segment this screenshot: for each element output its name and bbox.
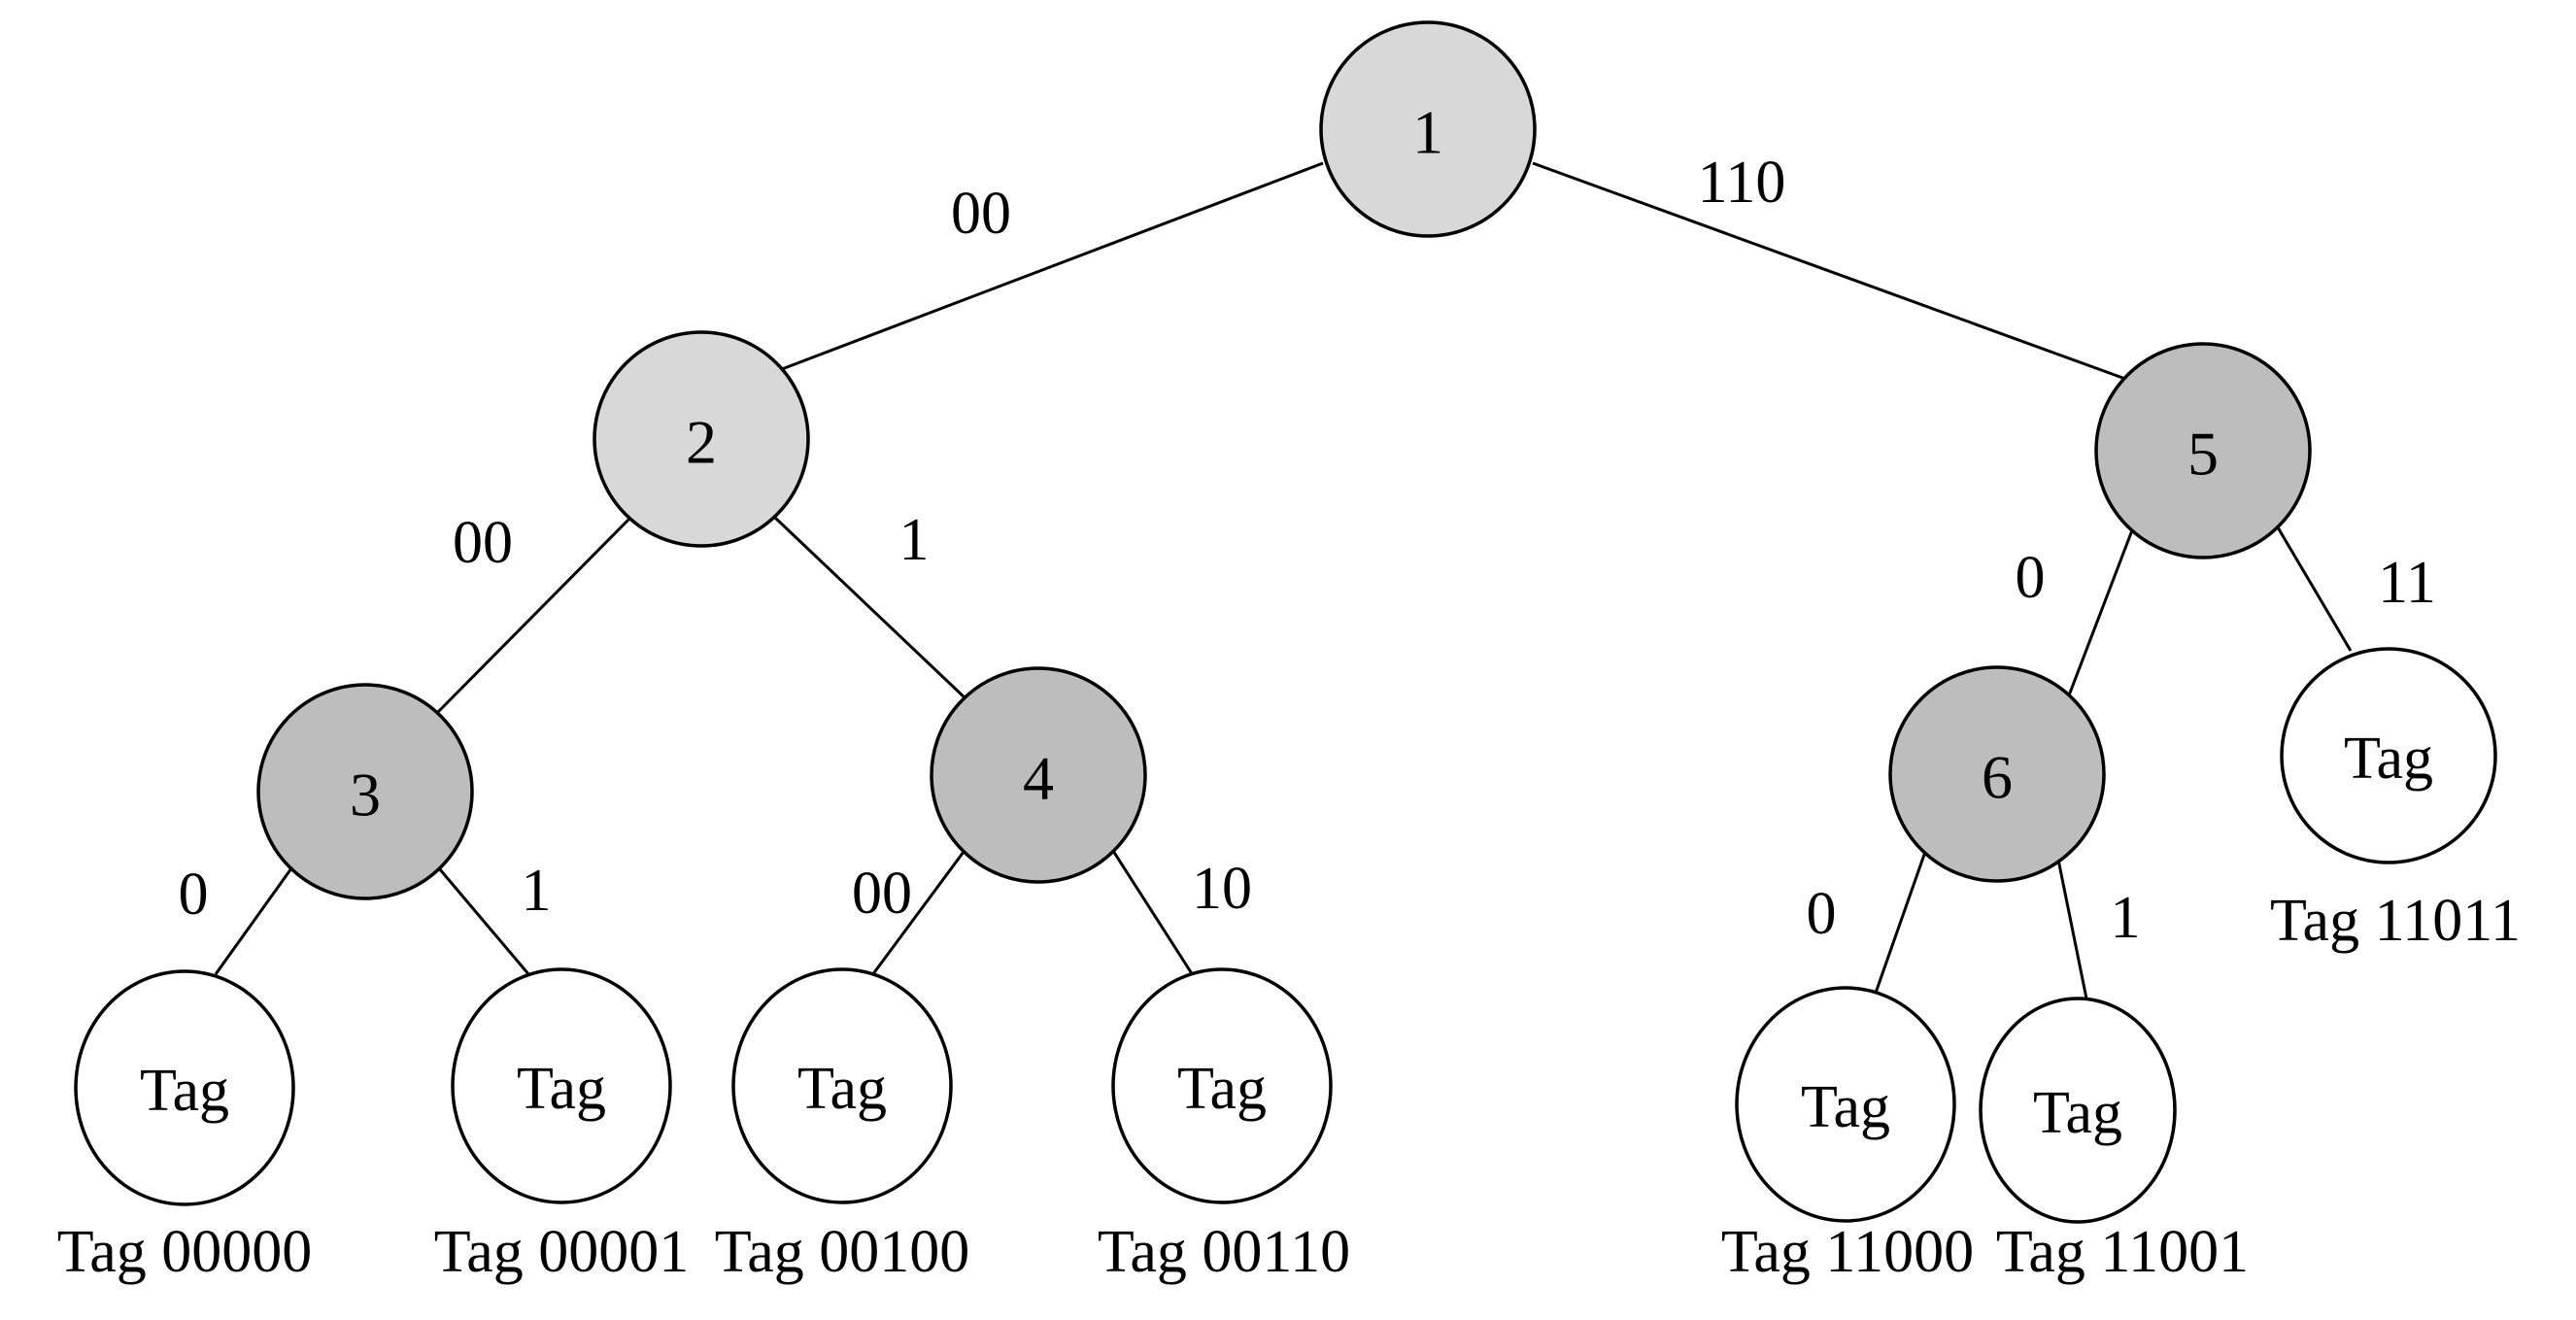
edges-layer bbox=[214, 161, 2353, 999]
node-3[interactable]: 3 bbox=[256, 683, 474, 900]
leaf-node-tag-11011[interactable]: Tag bbox=[2280, 647, 2497, 864]
node-6[interactable]: 6 bbox=[1888, 665, 2106, 883]
leaf-tag-00110-label: Tag bbox=[1177, 1056, 1267, 1122]
node-5-label: 5 bbox=[2187, 420, 2219, 489]
leaf-tag-00110-ellipse[interactable] bbox=[1111, 967, 1333, 1204]
leaf-tag-00100-ellipse[interactable] bbox=[731, 967, 953, 1204]
leaf-node-tag-11000[interactable]: Tag bbox=[1735, 986, 1956, 1223]
node-5[interactable]: 5 bbox=[2094, 342, 2312, 559]
edge-3-to-leaf-00000 bbox=[214, 867, 293, 975]
caption-tag-00100: Tag 00100 bbox=[715, 1219, 970, 1285]
leaf-node-tag-00100[interactable]: Tag bbox=[731, 967, 953, 1204]
edge-label-1-to-5: 110 bbox=[1698, 150, 1786, 216]
leaf-tag-00001-ellipse[interactable] bbox=[451, 967, 672, 1204]
edge-label-6-to-leaf-11001: 1 bbox=[2111, 885, 2141, 951]
node-6-label: 6 bbox=[1982, 743, 2013, 812]
edge-labels-layer: 00 110 00 1 0 1 00 10 0 11 0 1 bbox=[179, 150, 2436, 951]
edge-label-1-to-2: 00 bbox=[951, 181, 1011, 247]
leaf-node-tag-00000[interactable]: Tag bbox=[74, 969, 295, 1206]
leaf-tag-11011-circle[interactable] bbox=[2280, 647, 2497, 864]
leaf-tag-11000-ellipse[interactable] bbox=[1735, 986, 1956, 1223]
node-3-label: 3 bbox=[350, 761, 381, 829]
edge-5-to-6 bbox=[2067, 529, 2134, 696]
edge-label-2-to-4: 1 bbox=[899, 507, 930, 573]
node-1-circle[interactable] bbox=[1319, 20, 1537, 238]
edge-5-to-leaf-11011 bbox=[2276, 526, 2353, 652]
leaf-tag-11011-label: Tag bbox=[2344, 726, 2433, 792]
edge-2-to-3 bbox=[435, 517, 631, 715]
node-6-circle[interactable] bbox=[1888, 665, 2106, 883]
node-4[interactable]: 4 bbox=[930, 666, 1147, 884]
nodes-layer: 1 2 5 3 4 6 Tag bbox=[74, 20, 2497, 1224]
node-1[interactable]: 1 bbox=[1319, 20, 1537, 238]
node-3-circle[interactable] bbox=[256, 683, 474, 900]
leaf-tag-00001-label: Tag bbox=[517, 1056, 606, 1122]
caption-tag-11000: Tag 11000 bbox=[1721, 1219, 1974, 1285]
leaf-tag-11001-ellipse[interactable] bbox=[1979, 997, 2177, 1224]
edge-label-4-to-leaf-00100: 00 bbox=[852, 861, 912, 927]
node-2[interactable]: 2 bbox=[593, 330, 810, 548]
node-4-label: 4 bbox=[1023, 744, 1054, 813]
captions-layer: Tag 00000 Tag 00001 Tag 00100 Tag 00110 … bbox=[57, 888, 2521, 1285]
node-1-label: 1 bbox=[1412, 98, 1443, 167]
node-4-circle[interactable] bbox=[930, 666, 1147, 884]
leaf-node-tag-00110[interactable]: Tag bbox=[1111, 967, 1333, 1204]
leaf-tag-00100-label: Tag bbox=[797, 1056, 887, 1122]
edge-1-to-2 bbox=[781, 161, 1324, 371]
edge-4-to-leaf-00100 bbox=[870, 851, 966, 976]
leaf-node-tag-00001[interactable]: Tag bbox=[451, 967, 672, 1204]
caption-tag-00110: Tag 00110 bbox=[1098, 1219, 1350, 1285]
leaf-tag-11000-label: Tag bbox=[1801, 1074, 1890, 1140]
leaf-tag-00000-label: Tag bbox=[140, 1058, 229, 1124]
edge-label-5-to-6: 0 bbox=[2016, 545, 2046, 611]
edge-3-to-leaf-00001 bbox=[437, 867, 531, 976]
edge-label-6-to-leaf-11000: 0 bbox=[1807, 881, 1837, 947]
caption-tag-11001: Tag 11001 bbox=[1996, 1219, 2249, 1285]
caption-tag-11011: Tag 11011 bbox=[2270, 888, 2521, 954]
edge-label-3-to-leaf-00000: 0 bbox=[179, 862, 209, 928]
edge-2-to-4 bbox=[773, 516, 968, 701]
leaf-node-tag-11001[interactable]: Tag bbox=[1979, 997, 2177, 1224]
edge-label-5-to-leaf-11011: 11 bbox=[2378, 550, 2436, 616]
edge-label-2-to-3: 00 bbox=[453, 510, 513, 576]
node-2-label: 2 bbox=[686, 408, 717, 477]
edge-label-3-to-leaf-00001: 1 bbox=[522, 858, 552, 924]
edge-6-to-leaf-11000 bbox=[1873, 851, 1927, 997]
node-2-circle[interactable] bbox=[593, 330, 810, 548]
leaf-tag-11001-label: Tag bbox=[2033, 1080, 2122, 1146]
edge-6-to-leaf-11001 bbox=[2055, 854, 2088, 999]
node-5-circle[interactable] bbox=[2094, 342, 2312, 559]
edge-1-to-5 bbox=[1532, 161, 2126, 381]
leaf-tag-00000-ellipse[interactable] bbox=[74, 969, 295, 1206]
caption-tag-00001: Tag 00001 bbox=[434, 1219, 690, 1285]
edge-label-4-to-leaf-00110: 10 bbox=[1192, 856, 1252, 922]
caption-tag-00000: Tag 00000 bbox=[57, 1219, 313, 1285]
edge-4-to-leaf-00110 bbox=[1111, 850, 1195, 976]
